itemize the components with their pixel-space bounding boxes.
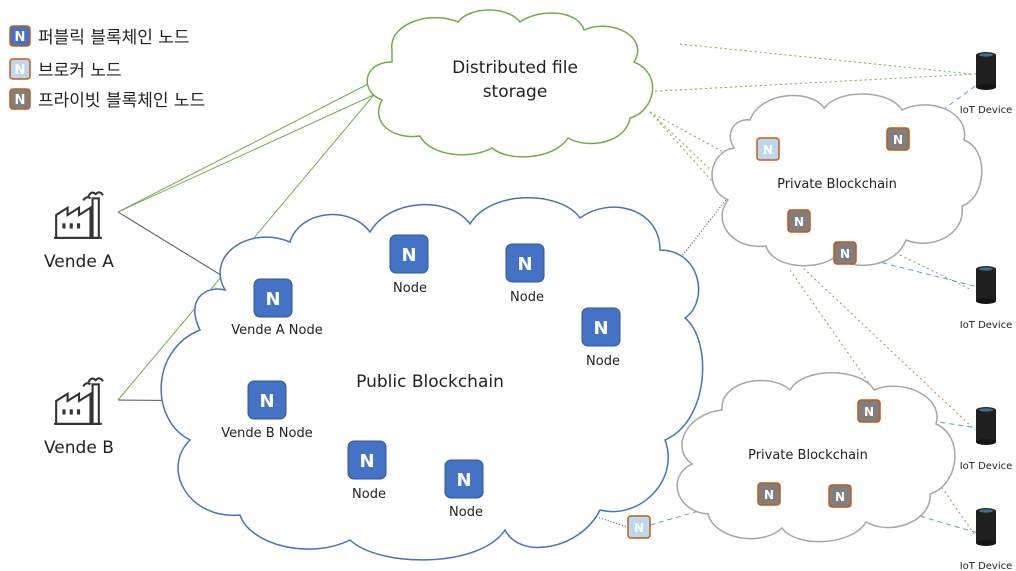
broker-node-swatch [9,58,31,80]
broker-node-box [627,515,651,539]
iot-label: IoT Device [960,461,1013,472]
node-letter: N [763,143,773,157]
iot-label: IoT Device [960,320,1013,331]
storage-cloud: Distributed file storage [366,9,654,158]
storage-label-line1: Distributed file [452,58,578,78]
broker-node-swatch-letter: N [15,63,26,78]
vende-a-factory: Vende A [44,191,114,272]
public-node-box [581,307,621,347]
public-node-vende-b: N Vende B Node [221,380,313,441]
smart-speaker-icon [976,52,996,90]
iot-device-4: IoT Device [960,508,1013,571]
private-node: N [857,399,881,423]
legend-private-label: 프라이빗 블록체인 노드 [38,91,205,111]
iot-device-2: IoT Device [960,266,1013,331]
public-node-box [253,278,293,318]
vende-b-label: Vende B [44,438,114,458]
iot-label: IoT Device [960,105,1013,116]
public-node-box [247,380,287,420]
public-blockchain-cloud: Public Blockchain [160,197,704,561]
private-node: N [787,209,811,233]
legend-public-node: N 퍼블릭 블록체인 노드 [9,25,190,48]
storage-label-line2: storage [483,82,548,102]
public-node-vende-a: N Vende A Node [231,278,323,338]
iot-device-3: IoT Device [960,407,1013,472]
legend-broker-node: N 브로커 노드 [9,58,122,81]
node-label: Vende B Node [221,426,312,441]
private-node: N [828,484,852,508]
public-node-box [347,440,387,480]
private-blockchain-top-label: Private Blockchain [777,177,897,192]
node-letter: N [835,490,845,504]
broker-node-top: N [756,137,780,161]
node-letter: N [634,521,644,535]
public-node-swatch [9,25,31,47]
node-letter: N [265,289,280,310]
public-node-1: N Node [389,234,429,296]
private-blockchain-cloud-top: Private Blockchain [711,93,983,267]
node-letter: N [864,405,874,419]
legend-public-label: 퍼블릭 블록체인 노드 [38,28,190,48]
node-letter: N [456,470,471,491]
node-letter: N [359,451,374,472]
node-letter: N [259,391,274,412]
iot-device-1: IoT Device [960,52,1013,116]
legend-broker-label: 브로커 노드 [38,61,122,81]
legend: N 퍼블릭 블록체인 노드 N 브로커 노드 N 프라이빗 블록체인 노드 [9,25,205,111]
private-node-swatch-letter: N [15,93,26,108]
node-label: Vende A Node [231,323,322,338]
node-letter: N [893,133,903,147]
public-node-box [389,234,429,274]
private-blockchain-bottom-label: Private Blockchain [748,448,868,463]
node-label: Node [510,290,544,305]
node-label: Node [352,487,386,502]
node-letter: N [401,245,416,266]
node-letter: N [840,247,850,261]
public-node-box [444,459,484,499]
factory-icon [53,377,104,425]
node-label: Node [449,505,483,520]
vende-a-label: Vende A [44,252,114,272]
node-label: Node [393,281,427,296]
broker-node-box [756,137,780,161]
node-letter: N [517,254,532,275]
public-node-2: N Node [505,243,545,305]
private-node: N [833,241,857,265]
private-blockchain-cloud-bottom: Private Blockchain [676,372,956,543]
vende-b-factory: Vende B [44,377,114,458]
private-node: N [757,482,781,506]
iot-label: IoT Device [960,561,1013,571]
public-blockchain-label: Public Blockchain [356,372,504,392]
private-node: N [886,127,910,151]
public-node-3: N Node [581,307,621,369]
public-node-4: N Node [347,440,387,502]
public-node-5: N Node [444,459,484,520]
legend-private-node: N 프라이빗 블록체인 노드 [9,88,205,111]
smart-speaker-icon [976,266,996,304]
public-node-box [505,243,545,283]
smart-speaker-icon [976,508,996,546]
node-letter: N [593,318,608,339]
public-node-swatch-letter: N [15,30,26,45]
smart-speaker-icon [976,407,996,445]
broker-node-bottom: N [627,515,651,539]
node-letter: N [764,488,774,502]
node-letter: N [794,215,804,229]
node-label: Node [586,354,620,369]
factory-icon [53,191,104,239]
private-node-swatch [9,88,31,110]
